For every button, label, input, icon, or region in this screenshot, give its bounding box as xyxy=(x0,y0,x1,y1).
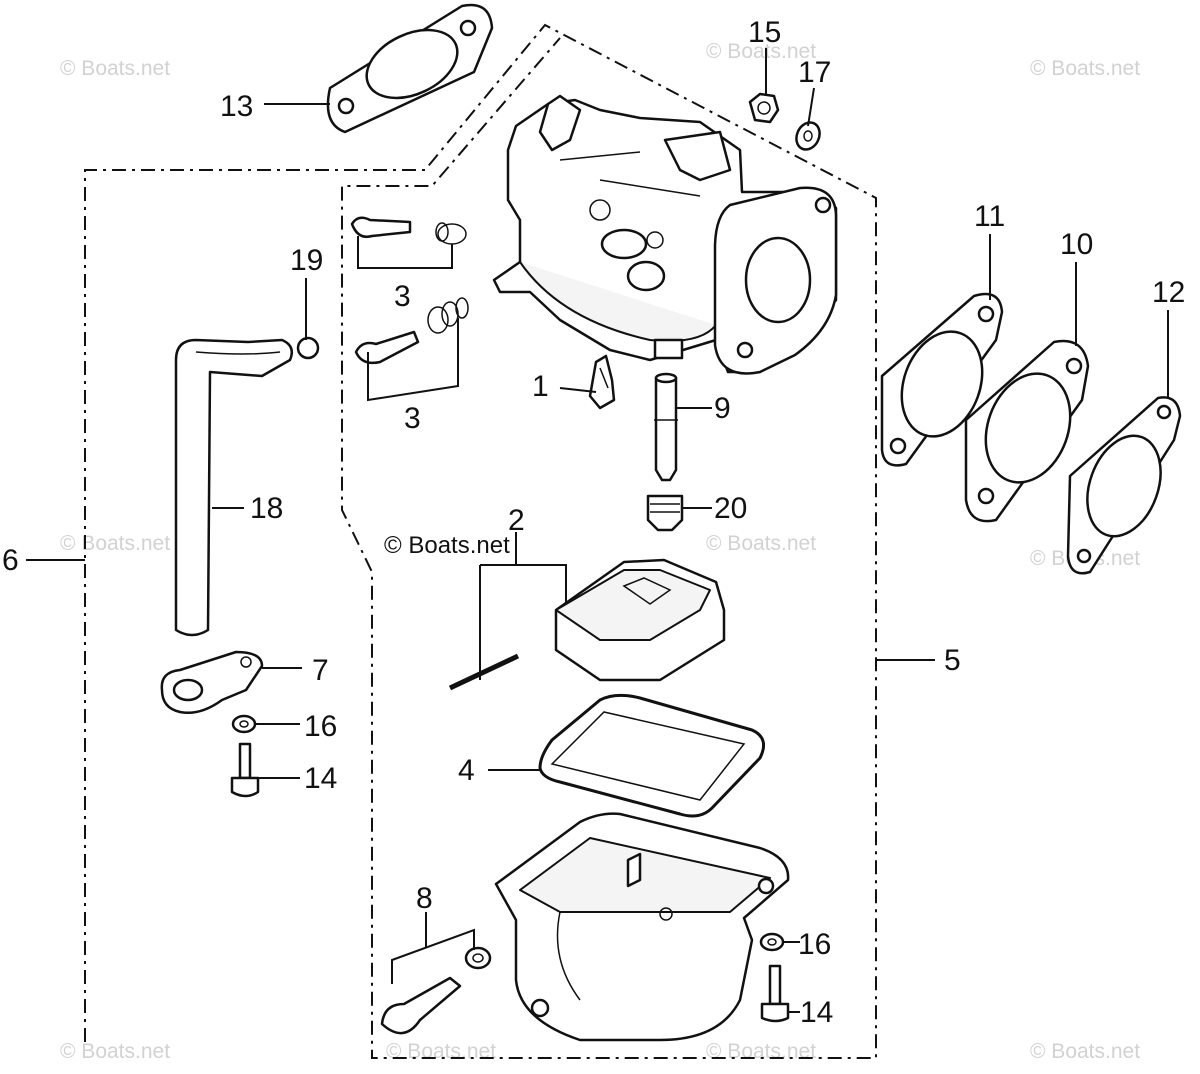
callout-17: 17 xyxy=(798,56,831,89)
callout-18: 18 xyxy=(250,492,283,525)
spacer-10 xyxy=(964,339,1090,523)
pilot-screw-3-lower xyxy=(354,297,469,365)
callout-5: 5 xyxy=(944,644,961,677)
callout-12: 12 xyxy=(1152,276,1185,309)
watermark: © Boats.net xyxy=(706,1040,816,1063)
callout-14-bowl: 14 xyxy=(800,996,833,1029)
watermark: © Boats.net xyxy=(386,1040,496,1063)
pilot-screw-3-upper xyxy=(350,216,467,245)
main-jet-20 xyxy=(646,494,684,532)
clip-19 xyxy=(296,336,320,360)
callout-7: 7 xyxy=(312,654,329,687)
washer-17 xyxy=(795,121,821,151)
bracket-7 xyxy=(160,650,264,714)
assembly-6-boundary xyxy=(84,23,877,1059)
callout-16-bowl: 16 xyxy=(798,928,831,961)
float xyxy=(554,558,726,682)
watermark: © Boats.net xyxy=(706,40,816,63)
gasket-12 xyxy=(1066,396,1182,575)
watermark: © Boats.net xyxy=(1030,57,1140,80)
callout-2: 2 xyxy=(508,504,525,537)
callout-19: 19 xyxy=(290,244,323,277)
drain-screw-8 xyxy=(380,946,492,1035)
watermark: © Boats.net xyxy=(1030,1040,1140,1063)
gasket-11 xyxy=(880,292,1004,467)
gasket-13 xyxy=(326,3,494,134)
watermark: © Boats.net xyxy=(60,57,170,80)
float-pin-2 xyxy=(448,653,520,691)
copyright-label: © Boats.net xyxy=(384,532,510,559)
tube-18 xyxy=(174,338,293,637)
gasket-4 xyxy=(538,693,766,818)
callout-1: 1 xyxy=(532,370,549,403)
washer-16-bracket xyxy=(231,714,257,734)
callout-6: 6 xyxy=(2,544,19,577)
watermark: © Boats.net xyxy=(706,532,816,555)
callout-11: 11 xyxy=(974,200,1005,233)
nut-15 xyxy=(748,92,780,124)
washer-16-bowl xyxy=(759,932,785,952)
callout-13: 13 xyxy=(220,90,253,123)
callout-16-bracket: 16 xyxy=(304,710,337,743)
callout-3-upper: 3 xyxy=(394,280,411,313)
carburetor-body xyxy=(492,94,838,375)
callout-14-bracket: 14 xyxy=(304,762,337,795)
main-nozzle-9 xyxy=(654,372,678,482)
callout-8: 8 xyxy=(416,882,433,915)
callout-4: 4 xyxy=(458,754,475,787)
leader-lines xyxy=(26,48,1169,1013)
callout-9: 9 xyxy=(714,392,731,425)
screw-14-bowl xyxy=(760,964,790,1023)
callout-labels: 13 15 17 11 10 12 19 3 3 1 9 20 2 © Boat… xyxy=(2,16,1185,1029)
callout-20: 20 xyxy=(714,492,747,525)
float-bowl xyxy=(494,812,790,1042)
callout-15: 15 xyxy=(748,16,781,49)
float-valve-1 xyxy=(588,354,616,410)
callout-3-lower: 3 xyxy=(404,402,421,435)
screw-14-bracket xyxy=(230,742,260,798)
watermark: © Boats.net xyxy=(60,1040,170,1063)
callout-10: 10 xyxy=(1060,228,1093,261)
watermark: © Boats.net xyxy=(60,532,170,555)
